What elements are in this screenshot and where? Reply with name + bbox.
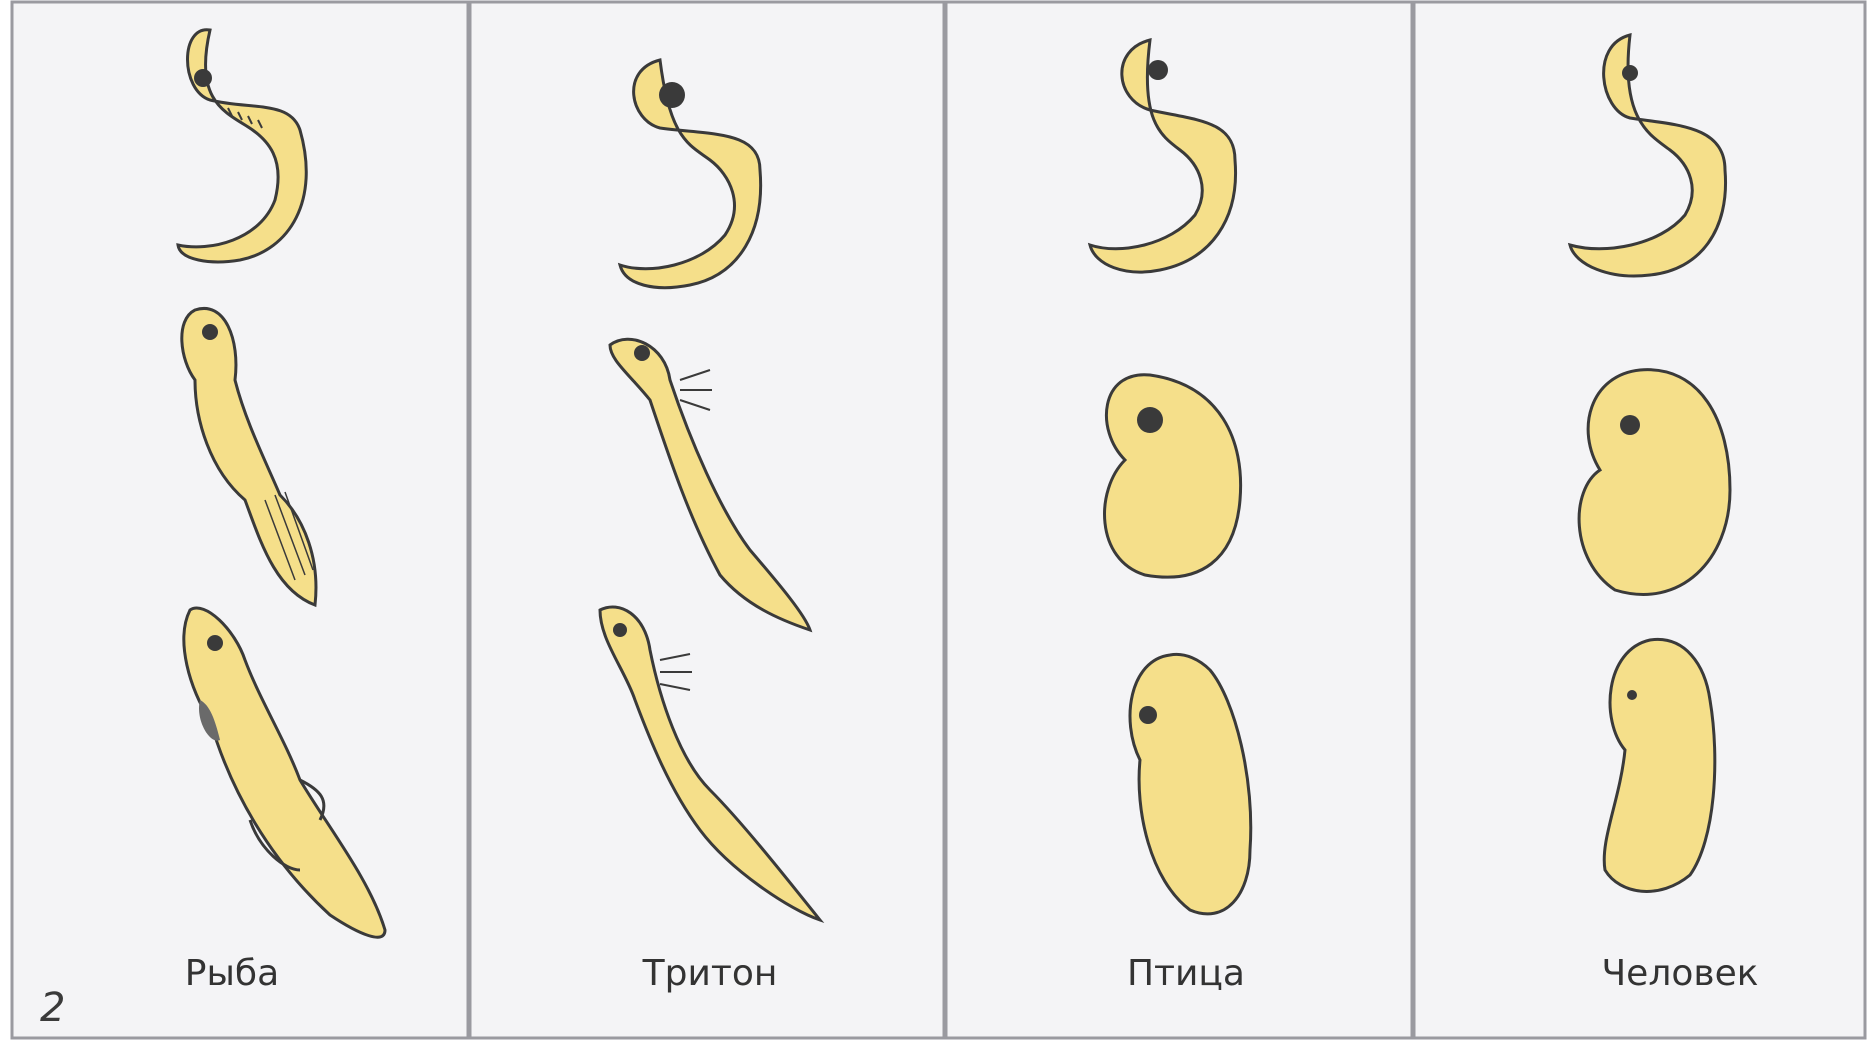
- column-label-human: Человек: [1602, 953, 1759, 994]
- panel-human: Человек: [1414, 2, 1865, 1038]
- panel-bird: Птица: [946, 2, 1412, 1038]
- column-label-bird: Птица: [1127, 953, 1245, 994]
- column-label-fish: Рыба: [185, 953, 279, 994]
- panel-newt: Тритон: [470, 2, 944, 1038]
- panel-fish: Рыба: [12, 2, 468, 1038]
- figure-number: 2: [40, 985, 65, 1031]
- human-embryo-stage-2: [1579, 370, 1730, 595]
- column-label-newt: Тритон: [642, 953, 778, 994]
